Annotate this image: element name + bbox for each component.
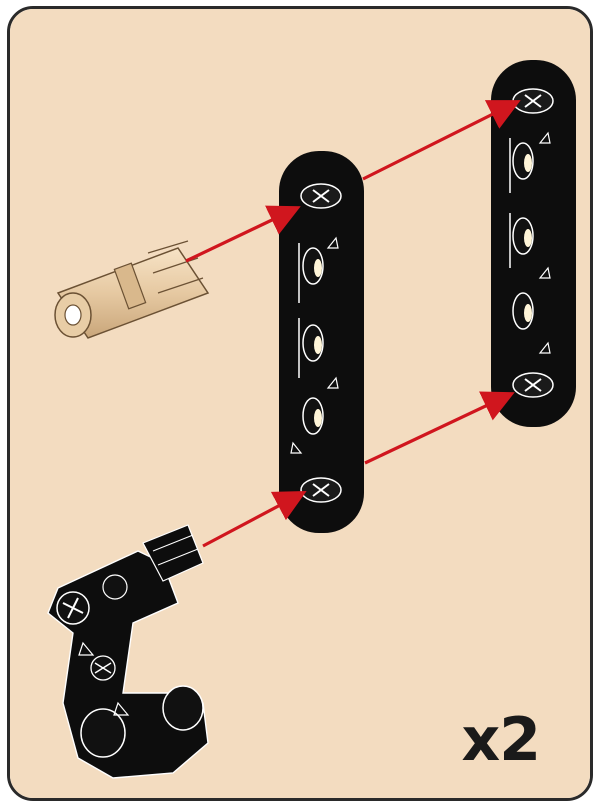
- instruction-step-panel: x2: [7, 6, 593, 801]
- beam-right-icon: [491, 60, 576, 427]
- quantity-label: x2: [462, 710, 540, 770]
- assembly-diagram: [10, 9, 593, 801]
- beam-middle-icon: [279, 151, 364, 533]
